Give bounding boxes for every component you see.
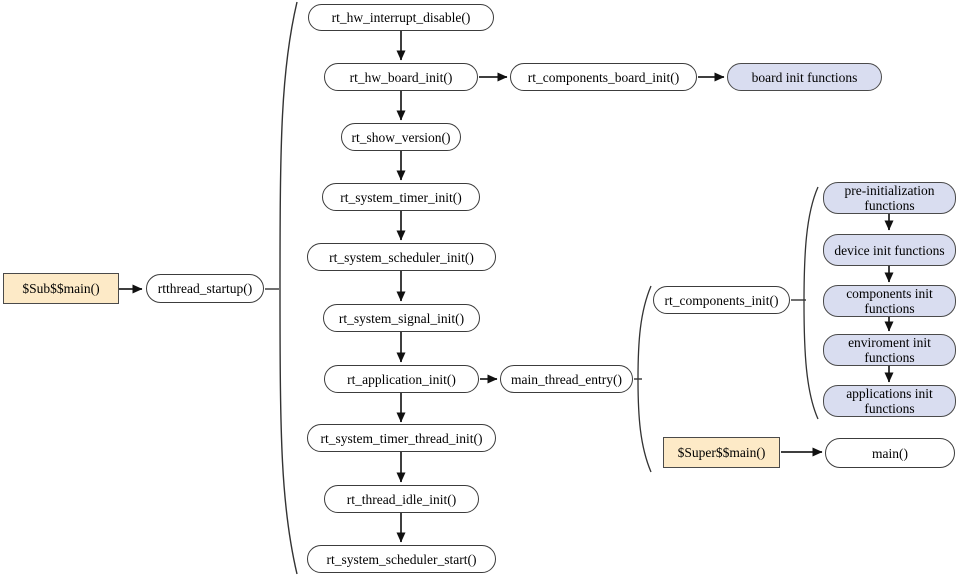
node-rt-system-signal-init: rt_system_signal_init() <box>323 304 480 332</box>
node-components-init-functions: components init functions <box>823 285 956 317</box>
node-rt-system-timer-thread-init: rt_system_timer_thread_init() <box>307 424 496 452</box>
node-rt-thread-idle-init: rt_thread_idle_init() <box>324 485 479 513</box>
node-applications-init-functions: applications init functions <box>823 385 956 417</box>
node-rt-hw-interrupt-disable: rt_hw_interrupt_disable() <box>308 4 494 31</box>
node-pre-initialization-functions: pre-initialization functions <box>823 182 956 214</box>
node-rt-application-init: rt_application_init() <box>324 365 479 393</box>
node-main-thread-entry: main_thread_entry() <box>500 365 633 393</box>
node-rt-system-scheduler-init: rt_system_scheduler_init() <box>307 243 496 271</box>
horizontal-arrows <box>119 72 823 457</box>
node-rtthread-startup: rtthread_startup() <box>146 274 264 303</box>
node-rt-components-init: rt_components_init() <box>653 286 790 314</box>
node-super-main: $Super$$main() <box>663 437 780 468</box>
node-rt-system-timer-init: rt_system_timer_init() <box>322 183 480 211</box>
node-rt-hw-board-init: rt_hw_board_init() <box>324 63 478 91</box>
node-device-init-functions: device init functions <box>823 234 956 266</box>
node-rt-system-scheduler-start: rt_system_scheduler_start() <box>307 545 496 573</box>
node-rt-components-board-init: rt_components_board_init() <box>510 63 697 91</box>
node-board-init-functions: board init functions <box>727 63 882 91</box>
node-rt-show-version: rt_show_version() <box>341 123 461 151</box>
brace-components-group <box>803 186 819 420</box>
node-sub-main: $Sub$$main() <box>3 273 119 304</box>
node-enviroment-init-functions: enviroment init functions <box>823 334 956 366</box>
node-main: main() <box>825 438 955 468</box>
brace-startup-group <box>279 1 298 575</box>
